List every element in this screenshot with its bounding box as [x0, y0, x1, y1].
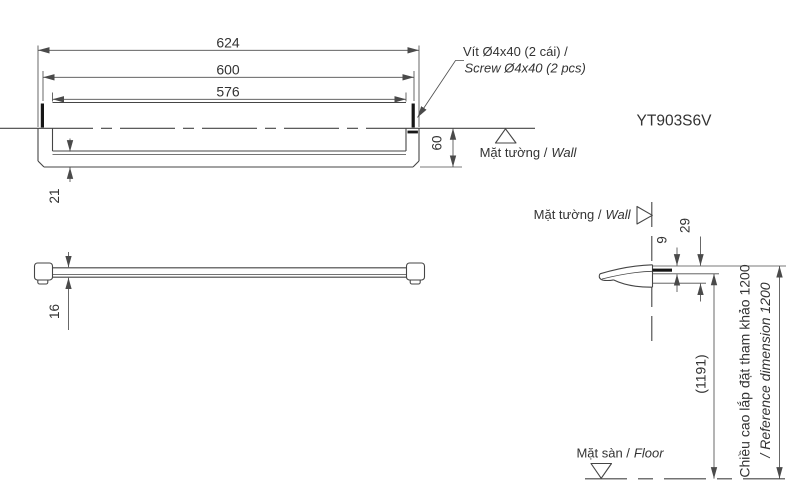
- height-note-vi: Chiều cao lắp đặt tham khảo 1200: [737, 264, 753, 477]
- dim-60-label: 60: [430, 135, 445, 150]
- top-view: 16: [33, 252, 426, 330]
- wall-label-side-vi: Mặt tường /: [534, 207, 602, 222]
- front-view: 624 600 576 60 21 Vít Ø4x40 (2 cái) / Sc…: [0, 35, 712, 204]
- bar-profile-tip: [598, 273, 614, 282]
- bar-profile-top: [599, 264, 653, 275]
- dim-9-label: 9: [655, 236, 670, 244]
- side-view: Mặt tường /Wall 9 29 (1191) Chiều cao lắ…: [534, 202, 793, 480]
- dim-600-label: 600: [216, 62, 240, 78]
- wall-datum-triangle-icon: [494, 128, 517, 144]
- dim-576-label: 576: [216, 84, 240, 100]
- dim-21-label: 21: [47, 188, 62, 203]
- wall-label-side: Mặt tường /Wall: [534, 207, 632, 222]
- bracket-chamfers: [37, 160, 420, 168]
- screw-tip-mark: [407, 130, 418, 134]
- screw-mark-right: [411, 103, 415, 128]
- floor-label-vi: Mặt sàn /: [576, 446, 630, 461]
- end-cap-right: [405, 262, 426, 281]
- wall-label-front: Mặt tường /Wall: [480, 145, 578, 160]
- wall-label-front-en: Wall: [551, 145, 577, 160]
- wall-label-front-vi: Mặt tường /: [480, 145, 548, 160]
- floor-label-en: Floor: [634, 446, 664, 461]
- dim-29-label: 29: [678, 218, 693, 233]
- height-note-en: / Reference dimension 1200: [757, 282, 773, 458]
- screw-mark-side: [652, 268, 672, 272]
- wall-label-side-en: Wall: [605, 207, 631, 222]
- dim-1191-label: (1191): [693, 354, 709, 393]
- screw-mark-left: [40, 103, 44, 128]
- screw-note-line2: Screw Ø4x40 (2 pcs): [465, 61, 586, 76]
- bracket-posts: [37, 128, 420, 161]
- wall-datum-triangle-side-icon: [636, 205, 653, 225]
- extension-lines: [37, 45, 462, 168]
- floor-datum-triangle-icon: [590, 462, 613, 479]
- floor-label: Mặt sàn / Floor: [576, 446, 664, 461]
- dim-624-label: 624: [216, 35, 240, 51]
- screw-note-line1: Vít Ø4x40 (2 cái) /: [463, 44, 568, 59]
- model-number: YT903S6V: [637, 113, 713, 130]
- dim-16-label: 16: [47, 304, 62, 319]
- bar-profile-bracket-curve: [613, 279, 653, 288]
- end-cap-left: [33, 262, 54, 281]
- bar-profile-underside: [601, 270, 653, 280]
- screw-note-leader: [417, 60, 464, 118]
